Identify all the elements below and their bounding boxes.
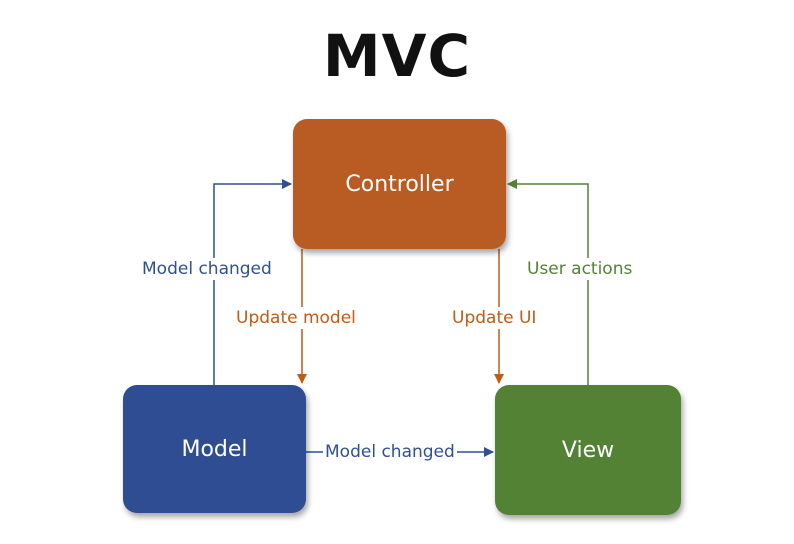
diagram-title: MVC xyxy=(322,22,472,90)
edge-label-view-to-controller: User actions xyxy=(527,258,633,280)
controller-node: Controller xyxy=(293,119,506,249)
view-node: View xyxy=(495,385,681,515)
edge-label-model-to-view: Model changed xyxy=(323,441,457,463)
edge-label-model-to-controller: Model changed xyxy=(142,258,272,280)
arrow-view-to-controller xyxy=(507,179,589,385)
controller-node-label: Controller xyxy=(345,171,454,197)
model-node-label: Model xyxy=(181,436,248,462)
edge-label-controller-to-model: Update model xyxy=(236,307,356,329)
view-node-label: View xyxy=(561,437,615,463)
model-node: Model xyxy=(123,385,306,513)
arrow-model-to-controller xyxy=(213,179,292,385)
edge-label-controller-to-view: Update UI xyxy=(452,307,537,329)
